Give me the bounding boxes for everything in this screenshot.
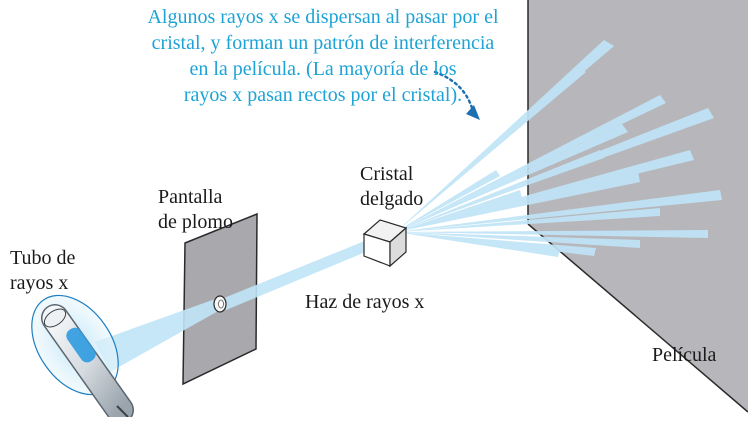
lead-screen-label: Pantalla de plomo [158,185,233,235]
annotation-line: cristal, y forman un patrón de interfere… [151,32,495,54]
scattering-annotation: Algunos rayos x se dispersan al pasar po… [118,4,528,108]
crystal-cube [362,219,408,268]
annotation-line: en la película. (La mayoría de los [189,58,457,80]
film-label: Película [652,344,717,366]
x-ray-tube-label-line: Tubo de [10,247,76,269]
annotation-line: Algunos rayos x se dispersan al pasar po… [147,6,499,28]
x-ray-tube-label-line: rayos x [10,272,69,294]
pinhole [213,295,227,313]
lead-screen-label-line: Pantalla [158,186,223,208]
x-ray-beam [224,238,380,310]
x-ray-tube-label: Tubo de rayos x [10,246,75,296]
annotation-arrow [433,70,480,120]
annotation-line: rayos x pasan rectos por el cristal). [183,84,463,106]
x-ray-beam-label: Haz de rayos x [305,291,425,313]
lead-screen-label-line: de plomo [158,211,233,233]
x-ray-tube [31,294,134,422]
crystal-label: Cristal delgado [360,162,423,212]
crystal-label-line: delgado [360,188,424,210]
scattered-x-rays [396,40,722,257]
x-ray-beam-source [95,298,220,372]
crystal-label-line: Cristal [360,163,414,185]
